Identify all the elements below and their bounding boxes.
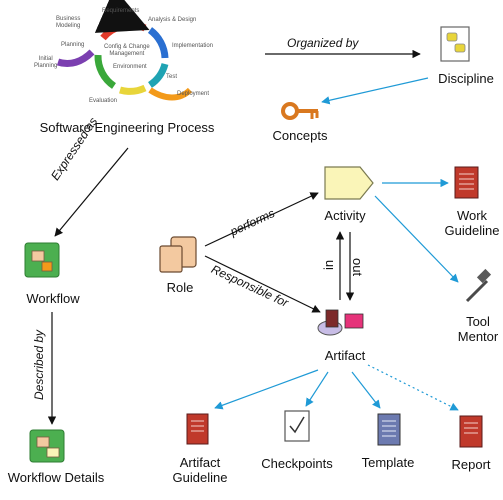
checkpoints-doc-icon [284,410,310,442]
tool-mentor-label-line2: Mentor [457,329,499,344]
arrow-to-tool-mentor [374,195,459,283]
cycle-arc-blue [147,27,169,59]
activity-icon [324,166,374,200]
arrow-to-artifact-guideline [214,369,319,410]
key-icon [281,102,319,120]
arrow-to-checkpoints [305,371,329,407]
edge-organized-by: Organized by [287,36,359,50]
phase-business-modeling: Business Modeling [56,16,80,30]
report-label: Report [451,457,491,472]
phase-analysis-design: Analysis & Design [148,17,197,23]
phase-config-change-line1: Config & Change [104,44,150,50]
artifact-guideline-label-line2: Guideline [172,470,228,485]
cycle-arc-yellow [119,84,147,95]
edge-in: in [321,259,336,270]
arrow-to-report [367,364,459,411]
phase-deployment: Deployment [177,91,210,97]
concepts-label: Concepts [272,128,328,143]
work-guideline-label: Work Guideline [445,208,500,238]
edge-described-by: Described by [32,329,46,400]
phase-business-modeling-line2: Modeling [56,23,81,29]
cycle-arc-teal [147,62,169,88]
arrow-discipline-to-concepts [321,77,429,105]
phase-initial-planning: Initial Planning [34,56,57,70]
edge-out: out [350,258,365,277]
arrow-to-template [351,371,381,409]
artifact-label: Artifact [324,348,366,363]
role-icon [159,236,197,273]
phase-evaluation: Evaluation [89,98,118,104]
phase-test: Test [166,74,178,80]
phase-planning: Planning [61,42,85,48]
report-doc-icon [459,415,483,448]
arrow-responsible-for [204,255,321,313]
phase-config-change-line2: Management [109,51,145,57]
cycle-arc-purple [56,49,95,68]
phase-initial-planning-line2: Planning [34,63,58,69]
work-guideline-label-line1: Work [456,208,488,223]
workflow-details-icon [29,429,65,463]
phase-environment: Environment [113,64,147,70]
process-cycle-wheel [56,0,193,101]
artifact-guideline-label: Artifact Guideline [173,455,228,485]
cycle-arc-green [94,54,117,89]
checkpoints-label: Checkpoints [261,456,333,471]
artifact-guideline-doc-icon [186,413,209,445]
phase-initial-planning-line1: Initial [38,56,53,62]
template-doc-icon [377,413,401,446]
phase-business-modeling-line1: Business [56,16,81,22]
tool-mentor-label: Tool Mentor [458,314,498,344]
phase-requirements: Requirements [102,8,140,14]
arrow-expressed-as [54,147,129,237]
artifact-icon [317,309,364,336]
workflow-icon [24,242,60,278]
workflow-label: Workflow [26,291,80,306]
tool-mentor-label-line1: Tool [466,314,490,329]
work-guideline-label-line2: Guideline [444,223,500,238]
cycle-arc-red [94,0,150,41]
discipline-label: Discipline [438,71,494,86]
arrow-performs [204,192,319,247]
cycle-arc-orange [148,87,193,101]
role-label: Role [166,280,194,295]
process-title: Software Engineering Process [39,120,215,135]
work-guideline-doc-icon [454,166,479,199]
activity-label: Activity [324,208,366,223]
artifact-guideline-label-line1: Artifact [179,455,221,470]
template-label: Template [361,455,415,470]
discipline-icon [440,26,470,62]
tool-mentor-hammer-icon [465,268,492,303]
workflow-details-label: Workflow Details [7,470,105,485]
phase-implementation: Implementation [172,43,214,49]
phase-config-change: Config & Change Management [104,44,150,58]
